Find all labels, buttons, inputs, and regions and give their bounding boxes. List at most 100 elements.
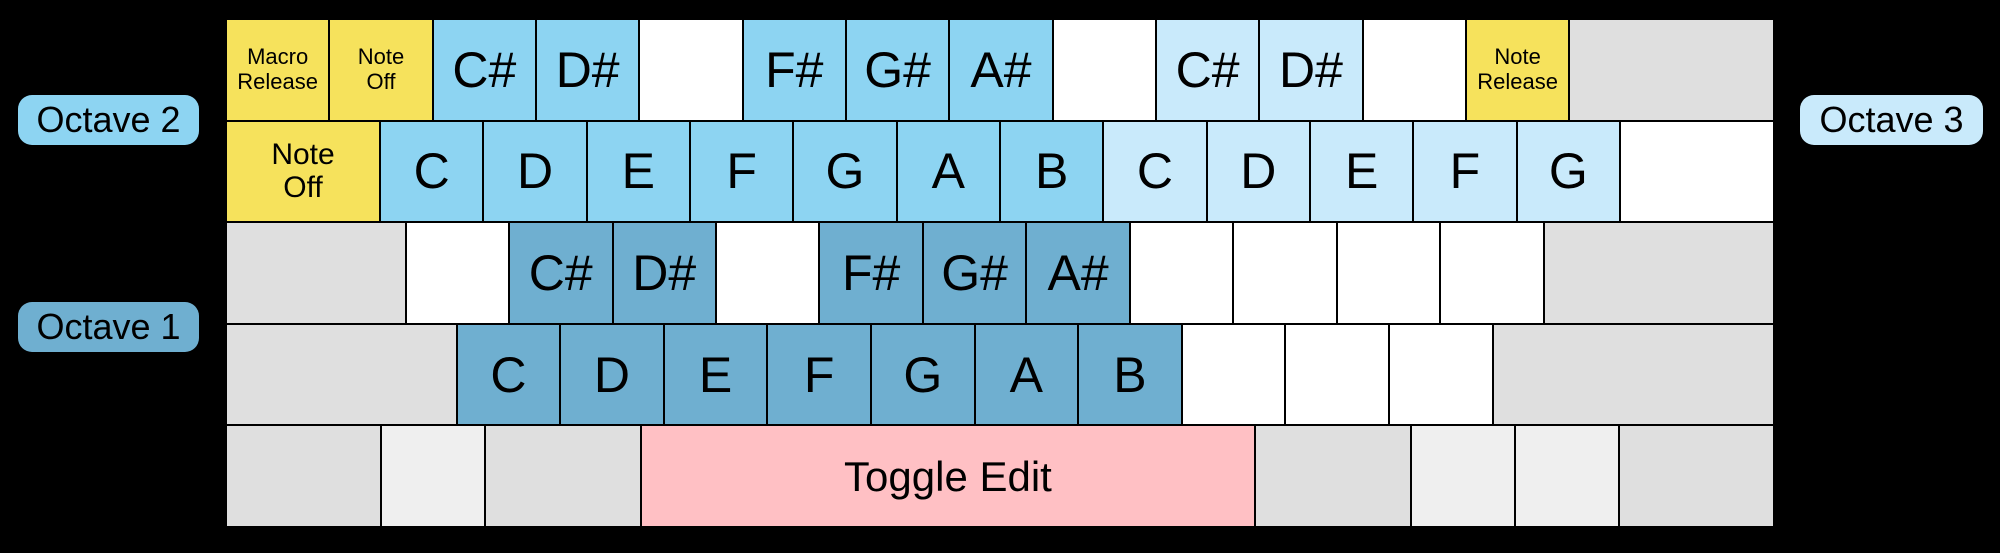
note-c-octave3-key: C <box>1103 120 1207 223</box>
key-label: D <box>516 143 554 200</box>
key-label: C <box>413 143 450 200</box>
key-label: G# <box>941 244 1008 301</box>
note-f-octave1-key: F <box>767 323 871 426</box>
key-label: D <box>593 346 631 403</box>
blank-key <box>715 222 820 324</box>
note-d-sharp-octave2-key: D# <box>535 19 640 121</box>
blank-key <box>639 19 743 121</box>
modifier-key <box>226 222 406 324</box>
note-f-sharp-octave1-key: F# <box>819 222 923 324</box>
keyboard-row-3: C# D# F# G# A# <box>226 222 1775 324</box>
modifier-key <box>1514 425 1619 527</box>
key-label: Release <box>1477 68 1558 94</box>
note-c-sharp-octave1-key: C# <box>509 222 613 324</box>
note-f-sharp-octave2-key: F# <box>742 19 846 121</box>
blank-key <box>405 222 510 324</box>
modifier-key <box>1618 425 1775 527</box>
octave-3-label: Octave 3 <box>1800 95 1983 145</box>
key-label: D# <box>555 41 620 98</box>
key-label: F <box>726 143 757 200</box>
key-label: Off <box>283 171 323 205</box>
blank-key <box>1181 323 1286 426</box>
modifier-key <box>1492 323 1774 426</box>
modifier-key <box>226 323 457 426</box>
note-d-octave2-key: D <box>483 120 587 223</box>
note-a-octave1-key: A <box>974 323 1079 426</box>
key-label: Note <box>1494 44 1541 70</box>
blank-key <box>1619 120 1774 223</box>
key-label: B <box>1034 143 1069 200</box>
note-g-sharp-octave1-key: G# <box>922 222 1027 324</box>
note-a-sharp-octave2-key: A# <box>949 19 1053 121</box>
note-b-octave2-key: B <box>999 120 1104 223</box>
key-label: D <box>1240 143 1277 200</box>
key-label: B <box>1113 346 1147 403</box>
key-label: Note <box>271 137 335 171</box>
toggle-edit-key: Toggle Edit <box>640 425 1256 527</box>
note-f-octave3-key: F <box>1413 120 1517 223</box>
note-g-octave2-key: G <box>793 120 897 223</box>
blank-key <box>1388 323 1493 426</box>
key-label: A <box>931 143 965 200</box>
key-label: C# <box>528 244 593 301</box>
note-e-octave3-key: E <box>1309 120 1414 223</box>
key-label: G <box>825 143 865 200</box>
key-label: A# <box>1047 244 1109 301</box>
modifier-key <box>381 425 486 527</box>
note-c-octave1-key: C <box>456 323 561 426</box>
octave-1-label: Octave 1 <box>18 302 199 352</box>
note-a-sharp-octave1-key: A# <box>1026 222 1130 324</box>
key-label: F# <box>841 244 901 301</box>
keyboard-row-5: Toggle Edit <box>226 425 1775 527</box>
key-label: G <box>903 346 943 403</box>
key-label: C# <box>1175 41 1240 98</box>
key-label: E <box>698 346 733 403</box>
modifier-key <box>1543 222 1775 324</box>
blank-key <box>1362 19 1466 121</box>
key-label: E <box>1344 143 1379 200</box>
note-e-octave1-key: E <box>663 323 768 426</box>
key-label: A# <box>970 41 1032 98</box>
key-label: D# <box>632 244 697 301</box>
note-g-octave1-key: G <box>870 323 975 426</box>
key-label: Note <box>357 44 405 70</box>
modifier-key <box>226 425 382 527</box>
key-label: C <box>490 346 527 403</box>
note-d-sharp-octave1-key: D# <box>612 222 716 324</box>
modifier-key <box>485 425 641 527</box>
note-g-sharp-octave2-key: G# <box>845 19 950 121</box>
note-d-octave3-key: D <box>1206 120 1310 223</box>
key-label: A <box>1009 346 1044 403</box>
key-label: E <box>621 143 655 200</box>
key-label: D# <box>1278 41 1343 98</box>
key-label: C <box>1136 143 1174 200</box>
note-e-octave2-key: E <box>586 120 690 223</box>
blank-key <box>1052 19 1156 121</box>
note-a-octave2-key: A <box>896 120 1000 223</box>
note-d-octave1-key: D <box>560 323 664 426</box>
note-b-octave1-key: B <box>1078 323 1182 426</box>
blank-key <box>1336 222 1441 324</box>
modifier-key <box>1255 425 1411 527</box>
key-label: Release <box>237 68 319 94</box>
key-label: F# <box>765 41 824 98</box>
note-d-sharp-octave3-key: D# <box>1259 19 1363 121</box>
modifier-key <box>1569 19 1774 121</box>
key-label: Toggle Edit <box>844 452 1052 500</box>
blank-key <box>1233 222 1337 324</box>
key-label: Macro <box>247 44 309 70</box>
note-g-octave3-key: G <box>1516 120 1620 223</box>
blank-key <box>1285 323 1389 426</box>
octave-2-label: Octave 2 <box>18 95 199 145</box>
note-c-sharp-octave3-key: C# <box>1155 19 1260 121</box>
key-label: Off <box>366 68 396 94</box>
note-f-octave2-key: F <box>689 120 794 223</box>
key-label: C# <box>452 41 517 98</box>
